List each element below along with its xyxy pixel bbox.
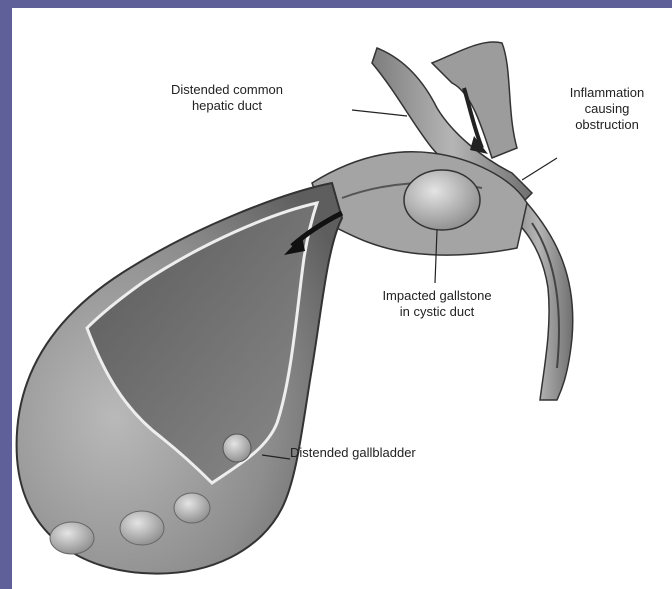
leader-hepatic [352, 110, 407, 116]
stone [50, 522, 94, 554]
leader-inflammation [522, 158, 557, 180]
stone [174, 493, 210, 523]
stone [223, 434, 251, 462]
label-inflammation: Inflammation causing obstruction [547, 85, 667, 133]
label-hepatic-duct: Distended common hepatic duct [152, 82, 302, 114]
label-gallbladder: Distended gallbladder [290, 445, 480, 461]
stone [120, 511, 164, 545]
diagram-panel: Distended common hepatic duct Inflammati… [12, 8, 672, 589]
impacted-gallstone [404, 170, 480, 230]
label-gallstone: Impacted gallstone in cystic duct [347, 288, 527, 320]
